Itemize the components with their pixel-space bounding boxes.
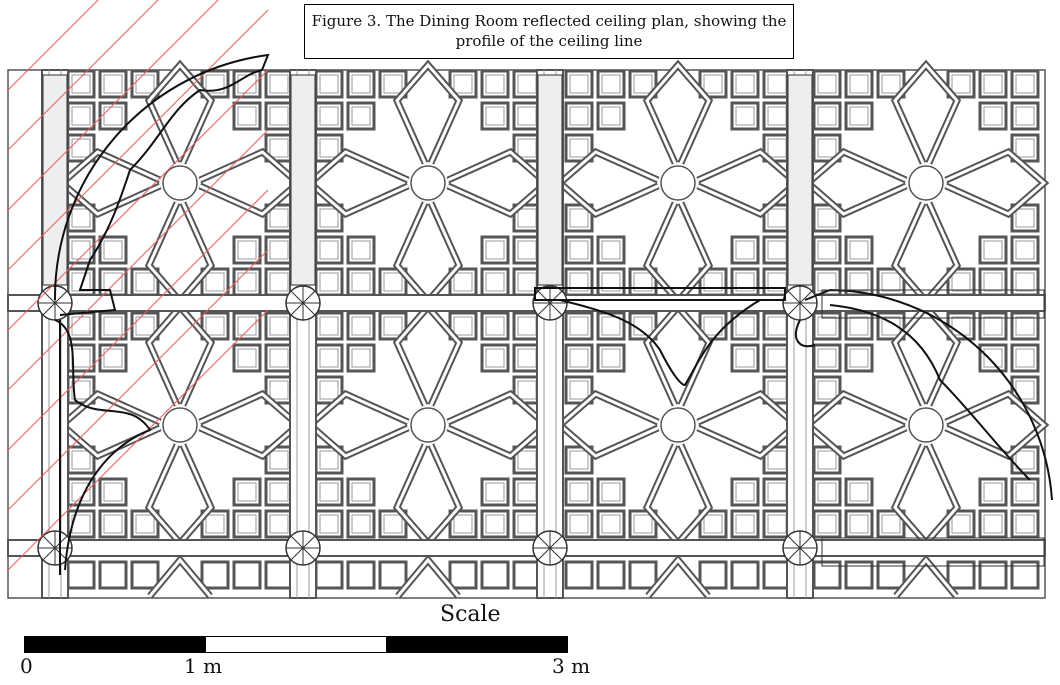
coffer: [596, 560, 626, 590]
coffer: [98, 560, 128, 590]
scale-label-0: 0: [20, 654, 33, 678]
center-rosette: [410, 165, 446, 201]
hatch-line: [7, 309, 269, 571]
coffer: [698, 560, 728, 590]
center-rosette: [162, 165, 198, 201]
ceiling-profile-lines: [53, 53, 1053, 575]
coffer: [448, 560, 478, 590]
ceiling-panels: [7, 59, 1050, 599]
coffer: [480, 560, 510, 590]
coffer: [264, 560, 294, 590]
carved-ornament: [42, 74, 68, 286]
hatch-line: [7, 249, 269, 511]
ceiling-panel: [802, 301, 1050, 549]
scale-label-1m: 1 m: [184, 654, 223, 678]
coffer: [730, 560, 760, 590]
scale-bar-segment-2: [205, 636, 387, 653]
hatch-line: [7, 9, 269, 271]
coffer: [564, 560, 594, 590]
scale-bar-segment-1: [24, 636, 206, 653]
ceiling-plan-drawing: [7, 0, 1053, 599]
coffer: [346, 560, 376, 590]
center-rosette: [660, 165, 696, 201]
horizontal-beam: [7, 539, 1046, 557]
horizontal-beam: [7, 294, 1046, 312]
carved-frieze-top: [821, 289, 1045, 319]
center-rosette: [908, 165, 944, 201]
hatch-line: [7, 0, 159, 151]
profile-curve-top-left: [53, 53, 270, 316]
carved-ornament: [290, 74, 316, 286]
hatch-line: [7, 129, 269, 391]
carved-frieze-bottom: [821, 537, 1045, 567]
hatch-line: [7, 0, 219, 211]
scale-bar-segment-3: [386, 636, 568, 653]
hatch-line: [7, 189, 269, 451]
figure-caption: Figure 3. The Dining Room reflected ceil…: [304, 4, 794, 59]
ceiling-panel: [554, 59, 802, 307]
coffer: [66, 560, 96, 590]
ceiling-panel: [56, 59, 304, 307]
carved-ornament: [787, 74, 813, 286]
red-hatch-lines: [7, 0, 269, 571]
coffer: [378, 560, 408, 590]
center-rosette: [162, 407, 198, 443]
hatch-line: [7, 69, 269, 331]
profile-curve-right: [795, 288, 1053, 501]
center-rosette: [410, 407, 446, 443]
scale-title: Scale: [440, 602, 501, 627]
coffer: [628, 560, 658, 590]
coffer: [314, 560, 344, 590]
coffer: [200, 560, 230, 590]
hatch-line: [7, 0, 99, 91]
carved-ornament: [537, 74, 563, 286]
scale-label-3m: 3 m: [552, 654, 591, 678]
coffer: [130, 560, 160, 590]
center-rosette: [660, 407, 696, 443]
center-rosette: [908, 407, 944, 443]
profile-curve-center: [534, 287, 786, 387]
profile-curve-left: [54, 319, 152, 575]
coffer: [232, 560, 262, 590]
